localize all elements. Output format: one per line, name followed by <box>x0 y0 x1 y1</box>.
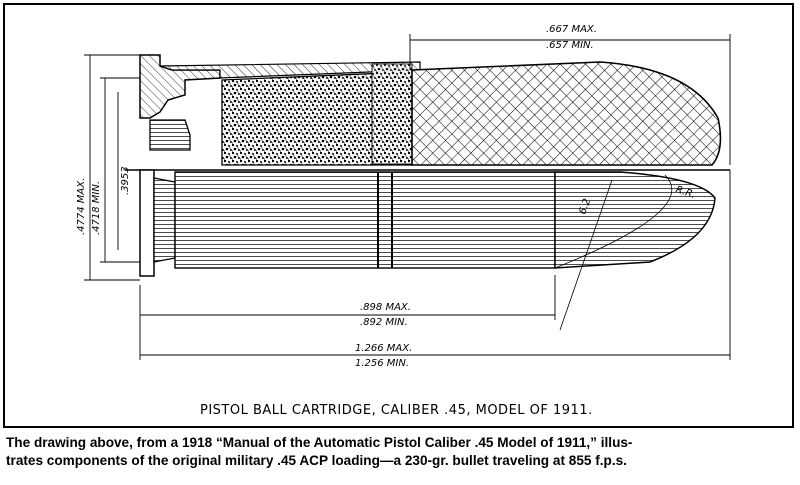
caption-line-1: The drawing above, from a 1918 “Manual o… <box>6 435 633 450</box>
dimension-lines <box>84 34 731 360</box>
rim-diameter-min: .4718 MIN. <box>91 181 102 235</box>
bullet-exterior <box>554 171 716 269</box>
bullet-diameter-min: .657 MIN. <box>546 40 594 51</box>
crimp-area <box>371 63 413 165</box>
overall-length-max: 1.266 MAX. <box>355 343 412 354</box>
bullet-section <box>411 61 722 166</box>
upper-section-view <box>139 54 722 166</box>
ogive-radius-line <box>554 174 673 269</box>
figure-caption: The drawing above, from a 1918 “Manual o… <box>6 434 796 470</box>
lower-exterior-view <box>139 169 716 331</box>
overall-length-min: 1.256 MIN. <box>355 358 409 369</box>
primer-section <box>149 119 191 151</box>
bullet-diameter-max: .667 MAX. <box>546 24 597 35</box>
extractor-groove <box>153 177 176 263</box>
radius-leader <box>559 179 613 331</box>
case-body-diameter: .3953 <box>120 166 131 195</box>
caption-line-2: trates components of the original milita… <box>6 453 627 468</box>
drawing-title: PISTOL BALL CARTRIDGE, CALIBER .45, MODE… <box>200 403 593 418</box>
case-rim <box>139 169 155 277</box>
case-head-section <box>139 54 221 119</box>
rim-diameter-max: .4774 MAX. <box>76 178 87 235</box>
case-wall-section <box>159 61 421 79</box>
case-body <box>174 171 556 269</box>
cartridge-drawing: .667 MAX. .657 MIN. .4774 MAX. .4718 MIN… <box>76 24 731 418</box>
case-length-max: .898 MAX. <box>360 302 411 313</box>
ogive-value: 6.2 <box>577 197 593 216</box>
case-length-min: .892 MIN. <box>360 317 408 328</box>
drawing-frame <box>3 3 794 428</box>
